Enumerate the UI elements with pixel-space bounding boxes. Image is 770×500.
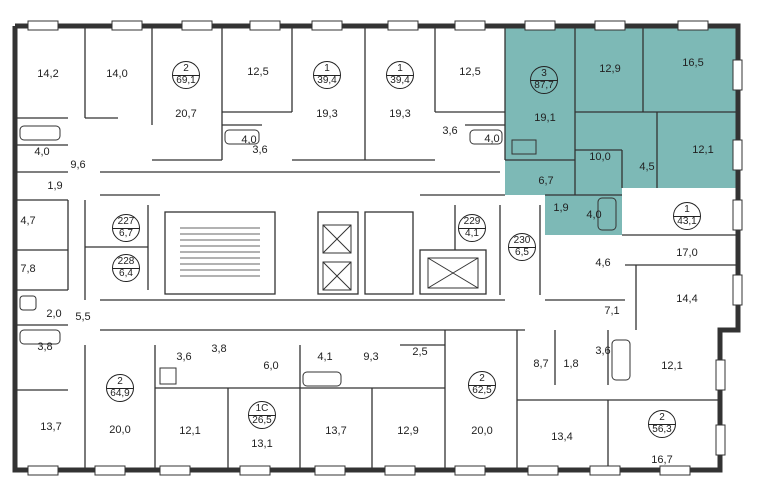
room-area: 10,0 [589,151,611,163]
room-area: 1,9 [47,180,63,192]
room-area: 4,0 [34,146,50,158]
room-area: 14,0 [106,68,128,80]
room-area: 20,7 [175,108,197,120]
room-area: 3,8 [37,341,53,353]
highlighted-apartment[interactable] [505,26,738,235]
room-area: 20,0 [471,425,493,437]
room-area: 4,1 [317,351,333,363]
room-area: 4,0 [586,209,602,221]
room-area: 12,5 [459,66,481,78]
apartment-rooms: 2 [117,376,123,387]
room-area: 9,6 [70,159,86,171]
storage-number: 230 [513,235,531,246]
apartment-area: 39,4 [317,75,337,86]
apartment-rooms: 3 [541,68,547,79]
room-area: 8,7 [533,358,549,370]
room-area: 19,3 [389,108,411,120]
room-area: 4,0 [484,133,500,145]
room-area: 12,1 [661,360,683,372]
apartment-rooms: 2 [659,412,665,423]
room-area: 16,7 [651,454,673,466]
apartment-area: 43,1 [677,216,697,227]
apartment-area: 39,4 [390,75,410,86]
storage-area: 6,4 [119,268,133,279]
windows [27,20,743,476]
outer-walls [12,23,741,473]
apartment-rooms: 1 [684,204,690,215]
apartment-rooms: 2 [479,373,485,384]
storage-number: 227 [117,216,135,227]
room-area: 13,7 [325,425,347,437]
apartment-area: 56,3 [652,424,672,435]
apartment-area: 62,5 [472,385,492,396]
room-area: 19,3 [316,108,338,120]
room-area: 3,6 [176,351,192,363]
room-area: 4,5 [639,161,655,173]
room-area: 5,5 [75,311,91,323]
apartment-rooms: 1 [397,63,403,74]
room-area: 3,8 [211,343,227,355]
room-area: 12,1 [179,425,201,437]
storage-area: 6,7 [119,228,133,239]
room-area: 9,3 [363,351,379,363]
room-area: 1,8 [563,358,579,370]
apartment-area: 69,1 [176,75,196,86]
apartment-rooms: 1 [324,63,330,74]
room-area: 16,5 [682,57,704,69]
storage-area: 4,1 [465,228,479,239]
room-area: 3,6 [442,125,458,137]
room-area: 19,1 [534,112,556,124]
room-area: 4,7 [20,215,36,227]
room-area: 4,6 [595,257,611,269]
bathroom-fixtures [19,125,631,387]
staircase [180,227,260,277]
room-area: 14,2 [37,68,59,80]
room-area: 12,5 [247,66,269,78]
storage-area: 6,5 [515,247,529,258]
apartment-area: 87,7 [534,80,554,91]
apartment-rooms: 2 [183,63,189,74]
room-area: 4,0 [241,134,257,146]
elevators [322,224,479,291]
room-area: 2,0 [46,308,62,320]
room-area: 13,7 [40,421,62,433]
room-area: 14,4 [676,293,698,305]
room-area: 12,1 [692,144,714,156]
room-area: 17,0 [676,247,698,259]
room-area: 6,7 [538,175,554,187]
apartment-rooms: 1С [255,403,269,414]
room-area: 7,8 [20,263,36,275]
storage-number: 229 [463,216,481,227]
room-area: 13,1 [251,438,273,450]
storage-number: 228 [117,256,135,267]
apartment-area: 64,9 [110,388,130,399]
room-area: 3,6 [252,144,268,156]
room-area: 2,5 [412,346,428,358]
room-area: 12,9 [397,425,419,437]
room-area: 12,9 [599,63,621,75]
room-area: 6,0 [263,360,279,372]
apartment-area: 26,5 [252,415,272,426]
room-area: 3,6 [595,345,611,357]
room-area: 20,0 [109,424,131,436]
room-area: 1,9 [553,202,569,214]
room-area: 7,1 [604,305,620,317]
room-area: 13,4 [551,431,573,443]
interior-walls [15,26,738,470]
